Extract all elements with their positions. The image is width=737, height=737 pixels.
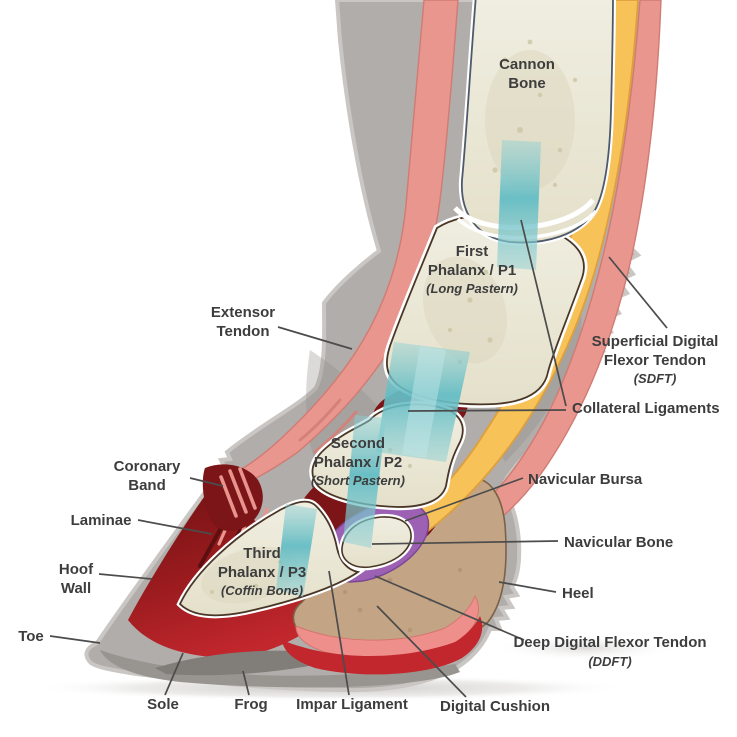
label-ddft: Deep Digital Flexor Tendon (DDFT) (513, 634, 706, 669)
third-phalanx-label-2: Phalanx / P3 (218, 564, 306, 581)
coronary-band-shape (202, 464, 263, 531)
coronary-band-label-2: Band (128, 477, 166, 494)
third-phalanx-sublabel: (Coffin Bone) (221, 583, 303, 598)
coronary-band-leader (189, 477, 224, 487)
heel-leader (498, 581, 557, 593)
hoof-wall-label-2: Wall (61, 580, 91, 597)
collateral-ligament-bands (276, 140, 541, 597)
navicular-bone-leader (371, 540, 559, 545)
extensor-tendon-label: Extensor (211, 304, 275, 321)
collateral-ligaments-label: Collateral Ligaments (572, 400, 720, 417)
label-cannon-bone: Cannon Bone (499, 56, 555, 92)
digital-cushion-label: Digital Cushion (440, 698, 550, 715)
first-phalanx-sublabel: (Long Pastern) (426, 281, 518, 296)
impar-ligament-leader (328, 570, 350, 696)
sdft-label: Superficial Digital (592, 333, 719, 350)
extensor-tendon-label-2: Tendon (216, 323, 269, 340)
sdft-sublabel: (SDFT) (634, 371, 677, 386)
sole-corium-strip (282, 616, 483, 675)
sole-shape (100, 650, 460, 688)
third-phalanx-label: Third (243, 545, 281, 562)
heel-corium-strip (295, 594, 479, 659)
cannon-bone-label: Cannon (499, 56, 555, 73)
second-phalanx-sublabel: (Short Pastern) (311, 473, 405, 488)
second-phalanx-label-2: Phalanx / P2 (314, 454, 402, 471)
cannon-bone-label-2: Bone (508, 75, 546, 92)
ddft-label: Deep Digital Flexor Tendon (513, 634, 706, 651)
label-first-phalanx: First Phalanx / P1 (Long Pastern) (426, 243, 518, 296)
first-phalanx-label: First (456, 243, 489, 260)
laminae-label: Laminae (71, 512, 132, 529)
sole-leader (164, 652, 184, 696)
coronary-band-label: Coronary (114, 458, 181, 475)
navicular-bursa-leader (404, 477, 524, 522)
sdft-label-2: Flexor Tendon (604, 352, 706, 369)
extensor-tendon-leader (277, 326, 353, 350)
laminae-leader (137, 519, 213, 535)
label-hoof-wall: Hoof Wall (59, 561, 94, 597)
collateral-leader-upper (520, 219, 567, 407)
impar-ligament-label: Impar Ligament (296, 696, 408, 713)
ddft-leader (374, 575, 525, 641)
navicular-bursa-label: Navicular Bursa (528, 471, 643, 488)
label-coronary-band: Coronary Band (114, 458, 181, 494)
leader-lines (49, 219, 668, 698)
heel-label: Heel (562, 585, 594, 602)
label-second-phalanx: Second Phalanx / P2 (Short Pastern) (311, 435, 405, 488)
digital-cushion-leader (376, 605, 467, 698)
navicular-bone-label: Navicular Bone (564, 534, 673, 551)
toe-label: Toe (18, 628, 44, 645)
collateral-leader-lower (407, 409, 567, 412)
ddft-sublabel: (DDFT) (588, 654, 631, 669)
second-phalanx-label: Second (331, 435, 385, 452)
first-phalanx-label-2: Phalanx / P1 (428, 262, 516, 279)
hoof-wall-leader (98, 573, 153, 580)
toe-leader (49, 635, 101, 644)
sole-label: Sole (147, 696, 179, 713)
label-extensor-tendon: Extensor Tendon (211, 304, 275, 340)
label-sdft: Superficial Digital Flexor Tendon (SDFT) (592, 333, 719, 386)
frog-label: Frog (234, 696, 267, 713)
label-third-phalanx: Third Phalanx / P3 (Coffin Bone) (218, 545, 306, 598)
sdft-leader (608, 256, 668, 329)
hoof-wall-label: Hoof (59, 561, 94, 578)
frog-leader (242, 670, 250, 696)
